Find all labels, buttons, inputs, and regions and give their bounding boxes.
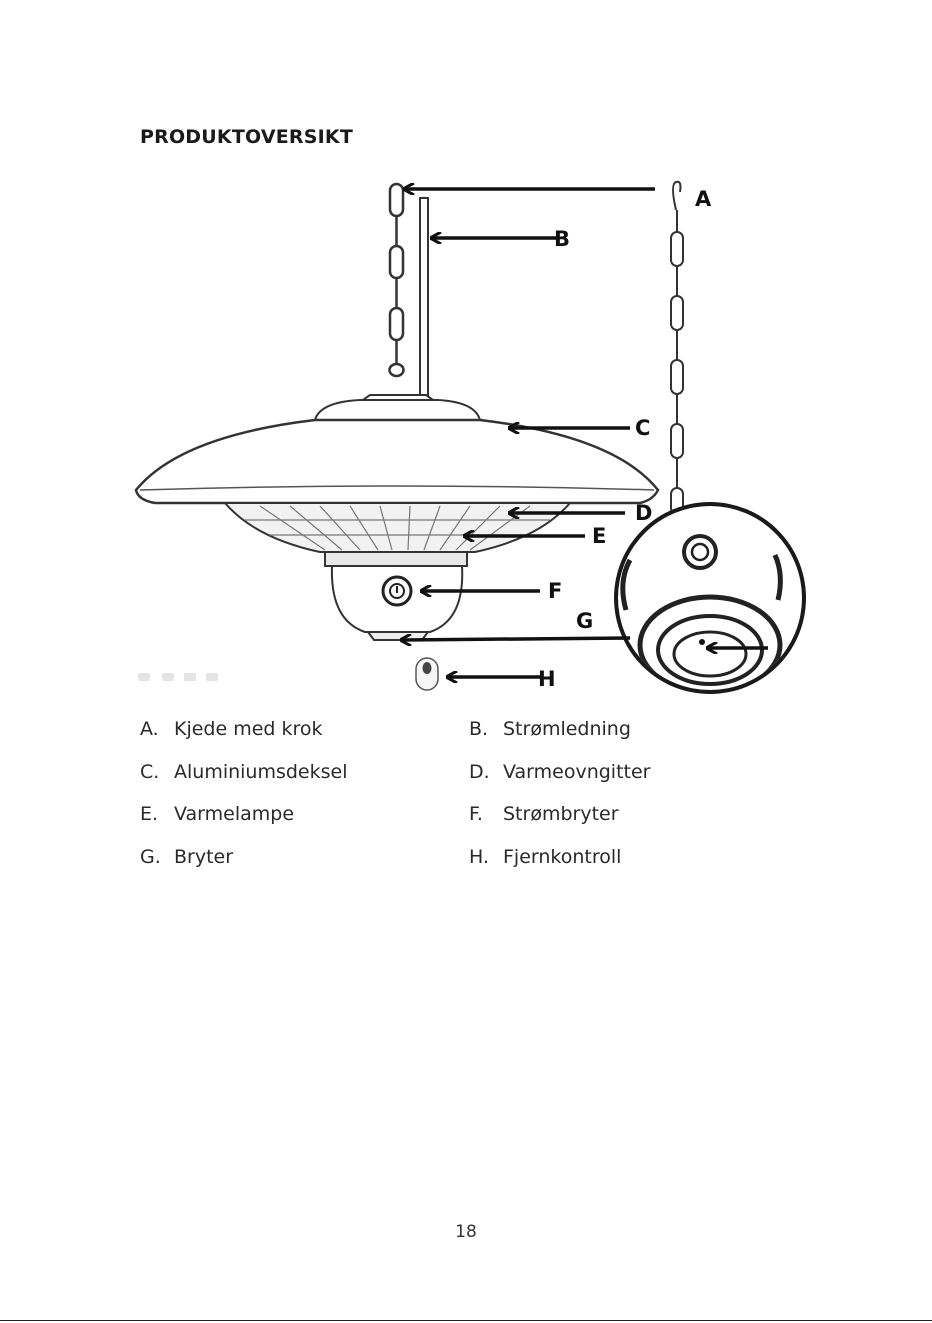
aluminium-cover: [136, 420, 658, 503]
legend-item-b: B. Strømledning: [469, 718, 798, 740]
chain-detail: [671, 182, 683, 514]
legend-row: A. Kjede med krok B. Strømledning: [140, 708, 800, 751]
remote-control: [416, 658, 438, 690]
callout-f: F: [548, 579, 562, 603]
legend-text: Kjede med krok: [174, 718, 323, 740]
chain-with-hook: [390, 184, 404, 376]
watermark-toolbar: [138, 673, 218, 681]
heater-grille: [225, 503, 570, 552]
page-number: 18: [0, 1222, 932, 1242]
callout-b: B: [554, 227, 570, 251]
legend-item-d: D. Varmeovngitter: [469, 761, 798, 783]
legend-item-c: C. Aluminiumsdeksel: [140, 761, 469, 783]
arrow-g: [402, 638, 630, 640]
callout-h: H: [538, 667, 556, 691]
power-switch: [383, 577, 411, 605]
legend-text: Strømbryter: [503, 803, 619, 825]
legend-text: Strømledning: [503, 718, 631, 740]
zoom-detail-switch: [614, 502, 806, 694]
legend-text: Fjernkontroll: [503, 846, 621, 868]
legend-item-h: H. Fjernkontroll: [469, 846, 798, 868]
callout-a: A: [695, 187, 712, 211]
heat-lamp: [325, 552, 467, 566]
legend-letter: H.: [469, 846, 503, 868]
legend-item-a: A. Kjede med krok: [140, 718, 469, 740]
legend-row: G. Bryter H. Fjernkontroll: [140, 836, 800, 879]
callout-d: D: [635, 501, 652, 525]
power-cord: [420, 198, 428, 396]
legend-text: Varmeovngitter: [503, 761, 651, 783]
legend-item-e: E. Varmelampe: [140, 803, 469, 825]
legend-text: Bryter: [174, 846, 233, 868]
legend-item-f: F. Strømbryter: [469, 803, 798, 825]
legend-letter: C.: [140, 761, 174, 783]
legend-letter: A.: [140, 718, 174, 740]
bottom-rule: [0, 1320, 932, 1321]
legend-letter: D.: [469, 761, 503, 783]
legend-letter: F.: [469, 803, 503, 825]
legend-letter: B.: [469, 718, 503, 740]
page-title: PRODUKTOVERSIKT: [140, 126, 353, 148]
heater-illustration: A B C D E F G H: [120, 170, 840, 700]
legend-text: Varmelampe: [174, 803, 294, 825]
callout-g: G: [576, 609, 593, 633]
legend-letter: E.: [140, 803, 174, 825]
callout-c: C: [635, 416, 650, 440]
legend-letter: G.: [140, 846, 174, 868]
parts-legend: A. Kjede med krok B. Strømledning C. Alu…: [140, 708, 800, 878]
callout-e: E: [592, 524, 606, 548]
legend-text: Aluminiumsdeksel: [174, 761, 348, 783]
product-diagram: A B C D E F G H: [120, 170, 840, 700]
legend-row: C. Aluminiumsdeksel D. Varmeovngitter: [140, 751, 800, 794]
legend-item-g: G. Bryter: [140, 846, 469, 868]
legend-row: E. Varmelampe F. Strømbryter: [140, 793, 800, 836]
